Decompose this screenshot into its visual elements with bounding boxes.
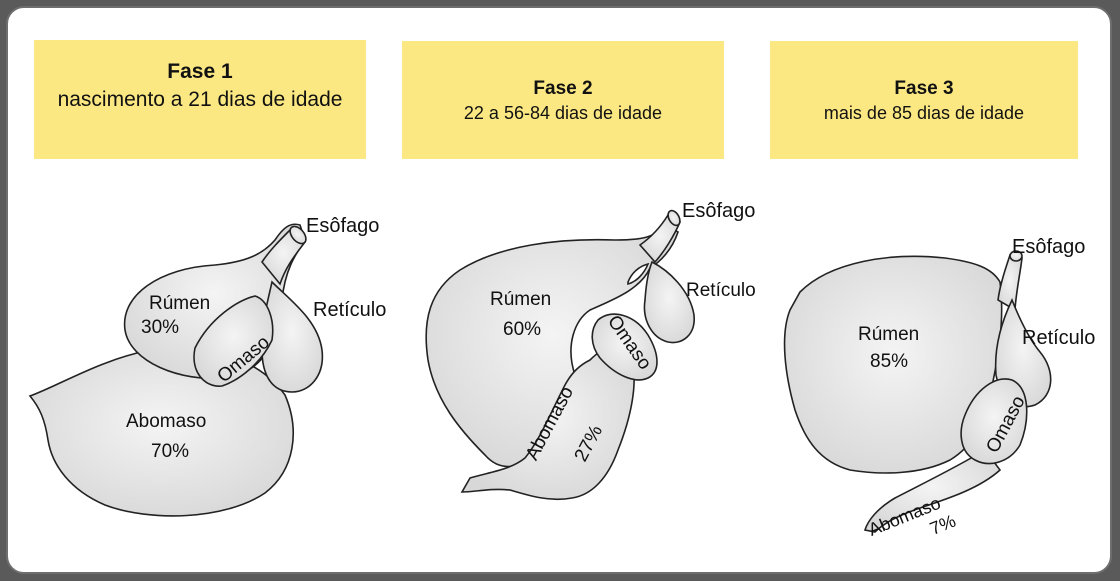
abomaso-2-shape [460, 345, 635, 501]
rumen-2-shape [425, 223, 679, 468]
rumen-2-pct: 60% [503, 319, 541, 340]
phase-3-subtitle: mais de 85 dias de idade [823, 103, 1025, 123]
rumen-2-slit [627, 262, 650, 286]
phase-1-box: Fase 1 nascimento a 21 dias de idade [34, 40, 366, 159]
rumen-3-pct: 85% [870, 351, 908, 372]
reticulo-2-label: Retículo [686, 280, 756, 301]
phase-2-title: Fase 2 [533, 78, 593, 99]
phase-3-title: Fase 3 [894, 78, 954, 99]
rumen-2-label: Rúmen [490, 289, 551, 310]
stomach-phase-1 [28, 223, 324, 517]
phase-1-title: Fase 1 [167, 60, 233, 83]
esophagus-1-opening [289, 225, 307, 245]
esofago-3-label: Esôfago [1012, 236, 1085, 258]
esophagus-2-opening [667, 209, 681, 227]
omaso-2-shape [591, 313, 658, 381]
abomaso-1-label: Abomaso [126, 411, 206, 432]
reticulum-2-shape [643, 260, 695, 344]
esophagus-3-shape [997, 254, 1023, 312]
stomach-phase-3 [783, 250, 1052, 533]
esophagus-3-opening [1009, 250, 1023, 262]
rumen-1-pct: 30% [141, 317, 179, 338]
rumen-3-label: Rúmen [858, 324, 919, 345]
phase-2-box: Fase 2 22 a 56-84 dias de idade [402, 41, 724, 159]
phase-1-subtitle: nascimento a 21 dias de idade [57, 88, 343, 111]
abomaso-3-shape [863, 448, 1002, 533]
phase-3-box: Fase 3 mais de 85 dias de idade [770, 41, 1078, 159]
phase-2-subtitle: 22 a 56-84 dias de idade [463, 103, 663, 123]
rumen-1-label: Rúmen [149, 293, 210, 314]
stomach-phase-2 [425, 209, 695, 501]
abomaso-1-pct: 70% [151, 441, 189, 462]
esofago-1-label: Esôfago [306, 215, 379, 237]
reticulo-1-label: Retículo [313, 299, 386, 321]
omaso-1-shape [193, 295, 274, 387]
abomaso-1-shape [28, 347, 294, 517]
omaso-3-shape [960, 378, 1028, 465]
esofago-2-label: Esôfago [682, 200, 755, 222]
reticulo-3-label: Retículo [1022, 327, 1095, 349]
